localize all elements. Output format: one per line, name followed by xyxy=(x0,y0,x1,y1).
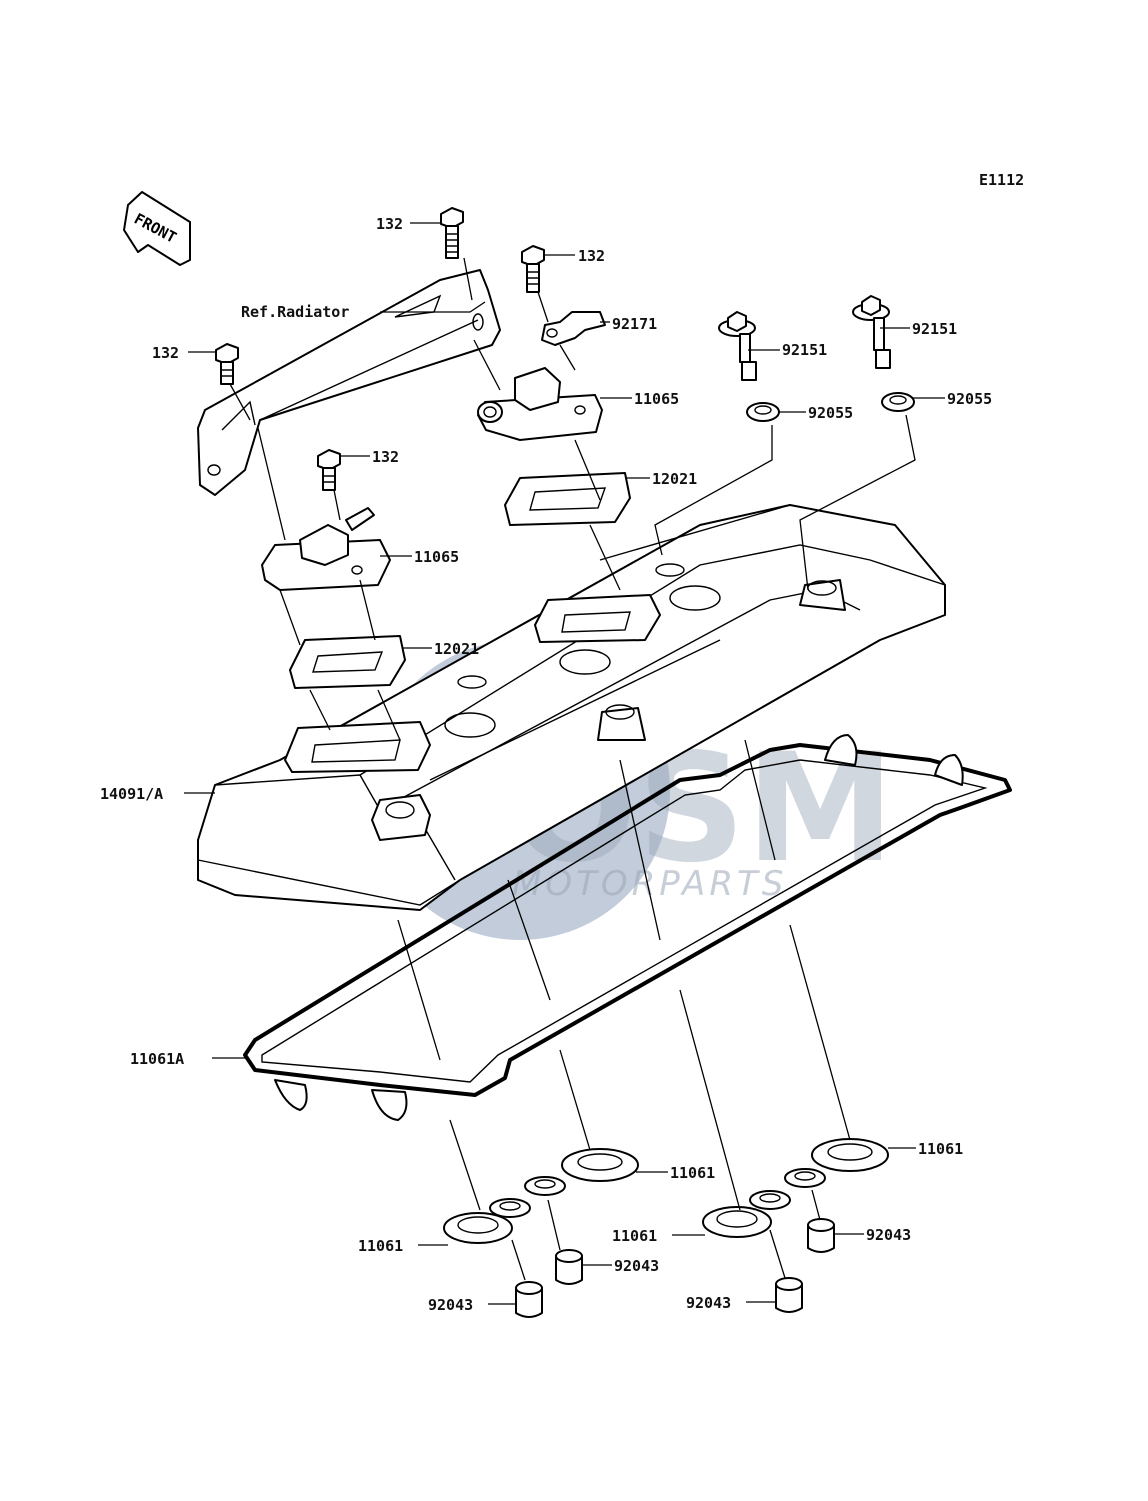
label-bolt-132-left: 132 xyxy=(152,344,179,362)
label-cap-11065-right: 11065 xyxy=(634,390,679,408)
label-bolt-132-mid: 132 xyxy=(578,247,605,265)
plate-12021-right xyxy=(504,472,631,526)
watermark-subtext: MOTORPARTS xyxy=(512,864,787,904)
label-bolt-92151-b: 92151 xyxy=(912,320,957,338)
label-seal-11061-1: 11061 xyxy=(358,1237,403,1255)
cap-11065-right xyxy=(477,367,603,441)
label-collar-92043-4: 92043 xyxy=(866,1226,911,1244)
label-clamp-92171: 92171 xyxy=(612,315,657,333)
label-plate-12021-right: 12021 xyxy=(652,470,697,488)
bolt-132-mid xyxy=(521,245,545,293)
callout-leaders xyxy=(184,222,945,1305)
label-head-cover-14091a: 14091/A xyxy=(100,785,163,803)
bolt-92151-b xyxy=(852,295,891,369)
collar-92043-4 xyxy=(807,1218,835,1253)
seal-11061-2 xyxy=(524,1148,639,1196)
head-cover-14091 xyxy=(197,504,946,911)
diagram-code: E1112 xyxy=(979,171,1024,189)
bolt-132-left xyxy=(215,343,239,385)
clamp-92171 xyxy=(541,311,606,346)
seal-11061-3 xyxy=(702,1190,791,1238)
plate-12021-left xyxy=(289,635,406,689)
cap-11065-left xyxy=(261,507,391,591)
seal-11061-4 xyxy=(784,1138,889,1188)
label-seal-11061-4: 11061 xyxy=(918,1140,963,1158)
label-washer-92055-b: 92055 xyxy=(947,390,992,408)
radiator-bracket xyxy=(197,269,501,496)
label-seal-11061-2: 11061 xyxy=(670,1164,715,1182)
label-plate-12021-left: 12021 xyxy=(434,640,479,658)
label-collar-92043-1: 92043 xyxy=(428,1296,473,1314)
label-bolt-132-top: 132 xyxy=(376,215,403,233)
front-arrow-icon: FRONT xyxy=(123,191,191,266)
washer-92055-a xyxy=(746,402,780,422)
label-seal-11061-3: 11061 xyxy=(612,1227,657,1245)
label-washer-92055-a: 92055 xyxy=(808,404,853,422)
label-bolt-92151-a: 92151 xyxy=(782,341,827,359)
bolt-132-top xyxy=(440,207,464,259)
part-labels: 132 132 132 132 Ref.Radiator 92171 92151… xyxy=(100,215,992,1314)
bolt-92151-a xyxy=(718,311,757,381)
washer-92055-b xyxy=(881,392,915,412)
label-ref-radiator: Ref.Radiator xyxy=(241,303,349,321)
label-collar-92043-3: 92043 xyxy=(686,1294,731,1312)
label-bolt-132-lower: 132 xyxy=(372,448,399,466)
collar-92043-1 xyxy=(515,1281,543,1318)
label-cap-11065-left: 11065 xyxy=(414,548,459,566)
gasket-11061a xyxy=(243,734,1012,1121)
bolt-132-lower xyxy=(317,449,341,491)
label-collar-92043-2: 92043 xyxy=(614,1257,659,1275)
collar-92043-3 xyxy=(775,1277,803,1313)
seal-11061-1 xyxy=(443,1198,531,1244)
label-gasket-11061a: 11061A xyxy=(130,1050,184,1068)
collar-92043-2 xyxy=(555,1249,583,1285)
alignment-lines xyxy=(229,257,916,1281)
